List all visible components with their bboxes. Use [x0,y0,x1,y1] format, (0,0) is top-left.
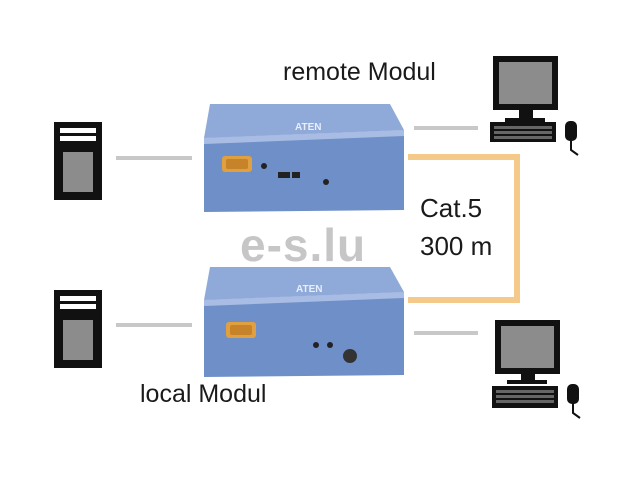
pc-tower-icon [54,122,102,200]
keyboard-icon [492,386,558,408]
kvm-extender-icon [204,104,404,212]
pc-tower-icon [54,290,102,368]
monitor-icon [495,320,560,384]
brand-logo: ATEN [296,284,322,295]
kvm-extender-icon [204,267,404,377]
cat5-cable [408,154,520,303]
keyboard-icon [490,122,556,142]
remote-module-label: remote Modul [283,58,436,86]
connection-lines [116,126,520,335]
mouse-icon [565,121,579,156]
watermark: e-s.lu [240,219,367,271]
monitor-icon [493,56,558,122]
local-module-label: local Modul [140,380,267,408]
brand-logo: ATEN [295,122,321,133]
cable-length-label: 300 m [420,231,493,261]
cable-type-label: Cat.5 [420,193,483,223]
mouse-icon [567,384,581,419]
